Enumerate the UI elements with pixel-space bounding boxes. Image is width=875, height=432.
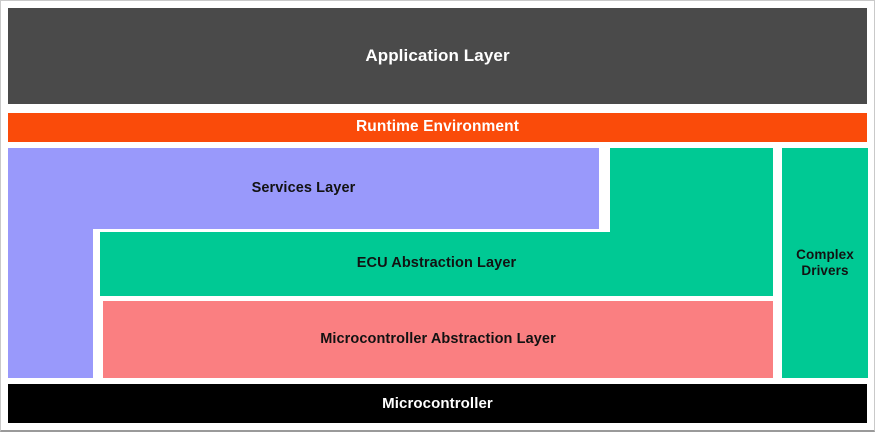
- microcontroller-label: Microcontroller: [382, 394, 493, 412]
- ecu-abstraction-layer-label: ECU Abstraction Layer: [356, 255, 517, 272]
- runtime-environment-block: Runtime Environment: [8, 113, 867, 142]
- microcontroller-abstraction-layer-label: Microcontroller Abstraction Layer: [320, 330, 556, 347]
- ecu-abstraction-layer-block: ECU Abstraction Layer: [100, 232, 773, 296]
- complex-drivers-label-line1: Complex: [796, 247, 854, 263]
- microcontroller-abstraction-layer-block: Microcontroller Abstraction Layer: [103, 301, 773, 378]
- complex-drivers-label-line2: Drivers: [801, 263, 849, 278]
- services-layer-label: Services Layer: [251, 179, 356, 196]
- complex-drivers-block: Complex Drivers: [782, 148, 868, 378]
- runtime-environment-label: Runtime Environment: [356, 118, 519, 136]
- microcontroller-block: Microcontroller: [8, 384, 867, 423]
- application-layer-label: Application Layer: [365, 45, 510, 65]
- application-layer-block: Application Layer: [8, 8, 867, 104]
- services-layer-block: Services Layer: [8, 148, 599, 229]
